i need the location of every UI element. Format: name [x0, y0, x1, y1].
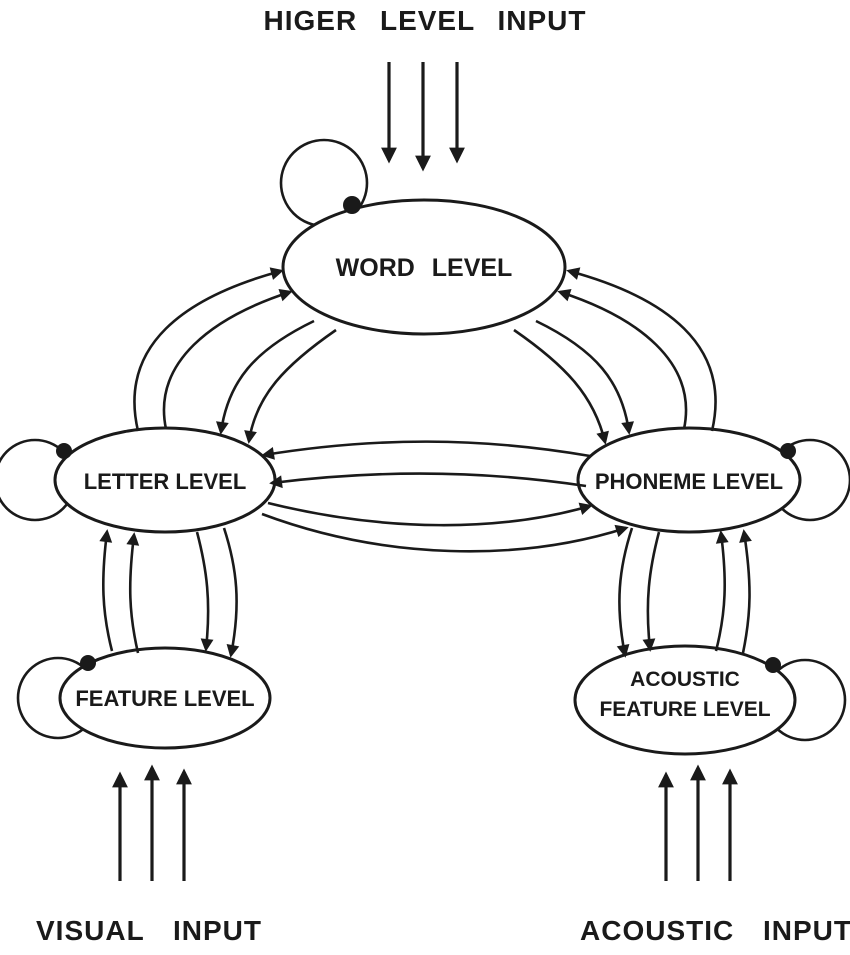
feature-loop-dot: [80, 655, 96, 671]
feature-to-letter-arrow-2: [126, 532, 140, 654]
self-loop-dots: [56, 196, 796, 673]
acoustic-feature-level-node: [573, 644, 797, 756]
phoneme-level-node: [576, 426, 802, 534]
acoustic-feature-level-label-line1: ACOUSTIC: [630, 668, 740, 691]
acoustic-input-label: ACOUSTIC INPUT: [580, 915, 850, 946]
word-to-phoneme-arrow-outer: [535, 319, 634, 435]
word-level-node: [281, 198, 567, 336]
word-loop-dot: [343, 196, 361, 214]
feature-level-label: FEATURE LEVEL: [75, 686, 254, 711]
phoneme-acoustic-connections: [616, 527, 752, 658]
letter-level-label: LETTER LEVEL: [84, 469, 247, 494]
word-to-letter-arrow-outer: [216, 319, 315, 435]
word-to-phoneme-arrow-inner: [513, 328, 609, 445]
acoustic-loop-dot: [765, 657, 781, 673]
letter-to-word-arrow-outer: [133, 267, 284, 432]
letter-loop-dot: [56, 443, 72, 459]
phoneme-loop-dot: [780, 443, 796, 459]
phoneme-to-word-arrow-inner: [557, 288, 688, 430]
labels: HIGER LEVEL INPUT WORD LEVEL LETTER LEVE…: [36, 5, 850, 946]
letter-phoneme-connections: [261, 440, 629, 553]
word-level-label: WORD LEVEL: [336, 254, 513, 282]
higher-level-input-arrows: [381, 62, 465, 172]
word-to-letter-arrow-inner: [244, 328, 337, 444]
phoneme-to-letter-arrow-1: [261, 440, 591, 460]
feature-to-letter-arrow-1: [99, 529, 114, 652]
word-phoneme-connections: [513, 267, 717, 445]
acoustic-to-phoneme-arrow-2: [739, 529, 752, 654]
letter-feature-connections: [99, 527, 240, 658]
phoneme-to-acoustic-arrow-1: [642, 531, 661, 652]
visual-input-arrows: [112, 764, 192, 881]
acoustic-input-arrows: [658, 764, 738, 881]
phoneme-to-letter-arrow-2: [269, 472, 587, 489]
acoustic-feature-level-label-line2: FEATURE LEVEL: [599, 698, 770, 721]
letter-to-feature-arrow-1: [195, 531, 214, 652]
acoustic-to-phoneme-arrow-1: [714, 530, 729, 652]
word-letter-connections: [133, 267, 337, 444]
letter-to-phoneme-arrow-2: [261, 512, 629, 553]
phoneme-level-label: PHONEME LEVEL: [595, 469, 783, 494]
higher-level-input-label: HIGER LEVEL INPUT: [264, 5, 587, 36]
visual-input-label: VISUAL INPUT: [36, 915, 262, 946]
letter-to-phoneme-arrow-1: [267, 501, 593, 527]
phoneme-to-acoustic-arrow-2: [616, 527, 634, 658]
feature-level-node: [58, 646, 272, 750]
letter-to-feature-arrow-2: [222, 527, 240, 658]
letter-to-word-arrow-inner: [162, 288, 293, 430]
phoneme-to-word-arrow-outer: [566, 267, 717, 432]
